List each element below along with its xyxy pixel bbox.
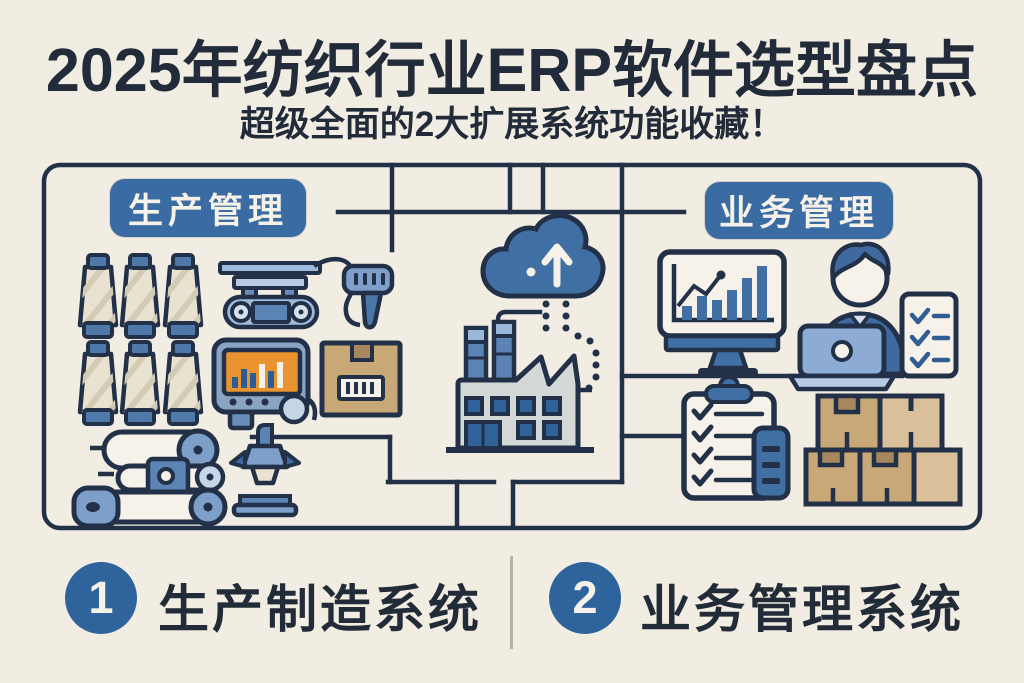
production-section-label: 生产管理 (110, 179, 306, 237)
footer-label-business-system: 业务管理系统 (640, 581, 965, 638)
cargo-boxes-icon (803, 393, 963, 507)
footer-number-badge-2: 2 (549, 562, 621, 634)
fabric-rolls-icon (71, 428, 228, 529)
footer-label-production-system: 生产制造系统 (158, 581, 483, 638)
handheld-device-icon (751, 425, 791, 501)
factory-icon (446, 319, 594, 453)
barcode-scanner-icon (312, 256, 395, 330)
page-subtitle: 超级全面的2大扩展系统功能收藏！ (239, 105, 785, 144)
yarn-cones-icon (70, 255, 217, 426)
weaving-loom-icon (218, 261, 322, 330)
cloud-upload-icon (480, 213, 606, 299)
operator-laptop-icon (787, 241, 907, 392)
footer-divider (510, 556, 513, 649)
analytics-monitor-icon (657, 249, 787, 376)
barcode-box-icon (319, 340, 403, 418)
control-panel-icon (211, 337, 318, 431)
clipboard-icon (681, 375, 791, 501)
page-title: 2025年纺织行业ERP软件选型盘点 (45, 36, 979, 104)
checklist-note-icon (899, 291, 959, 379)
footer-number-badge-1: 1 (65, 562, 137, 634)
microscope-icon (229, 423, 301, 518)
business-section-label: 业务管理 (705, 182, 893, 239)
